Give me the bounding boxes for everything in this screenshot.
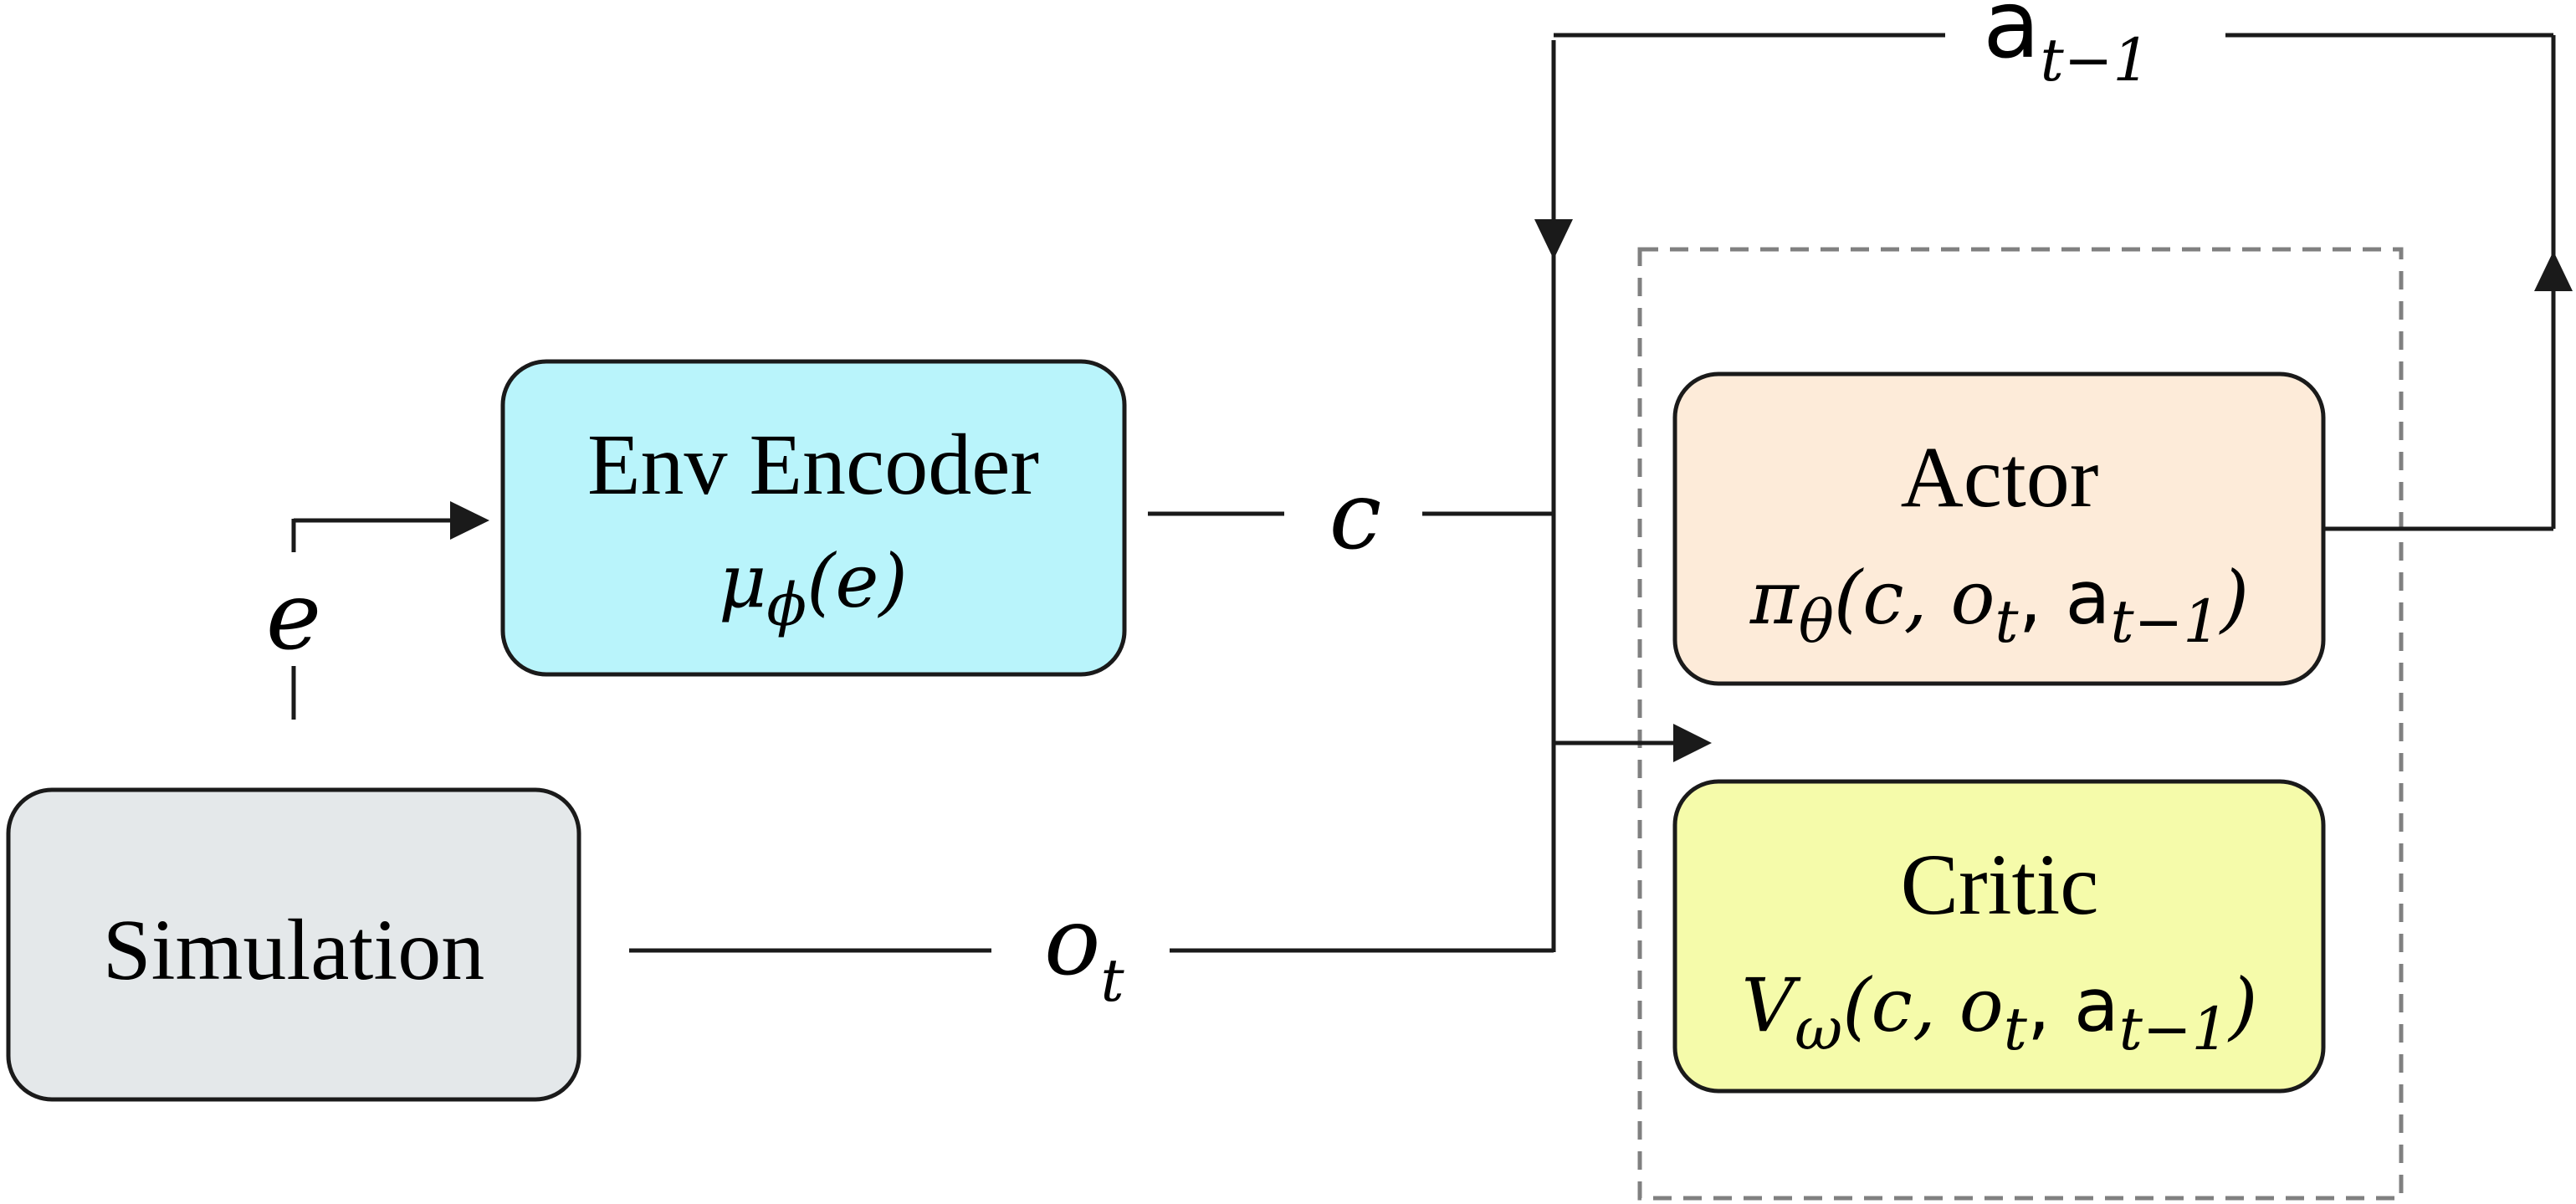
edge-c-label: c [1329, 462, 1382, 571]
edge-e-label: e [266, 562, 321, 671]
actor-title: Actor [1901, 429, 2099, 525]
edge-e-arrowhead [450, 501, 489, 540]
critic-title: Critic [1901, 837, 2099, 933]
env-encoder-box [500, 359, 1127, 677]
edge-o-t-label: ot [1044, 888, 1124, 1015]
edge-c: c [1148, 462, 1554, 571]
edge-o-t: ot [629, 888, 1554, 1015]
edge-a-up-arrowhead [2534, 251, 2573, 291]
simulation-node[interactable]: Simulation [6, 787, 581, 1102]
junction-bus-down-arrowhead [1534, 219, 1573, 259]
actor-equation: πθ(c, ot, at−1) [1749, 555, 2249, 656]
env-encoder-title: Env Encoder [587, 417, 1039, 513]
policy-group-dashed-frame [1637, 247, 2404, 1201]
edge-e: e [266, 501, 489, 720]
junction-to-policy-arrowhead [1673, 724, 1712, 762]
simulation-box [6, 787, 581, 1102]
edge-a-feedback: at−1 [1554, 0, 2573, 531]
critic-equation: Vω(c, ot, at−1) [1742, 962, 2258, 1063]
actor-node[interactable]: Actor πθ(c, ot, at−1) [1672, 371, 2326, 686]
edge-a-label: at−1 [1983, 0, 2150, 95]
env-encoder-node[interactable]: Env Encoder μϕ(e) [500, 359, 1127, 677]
env-encoder-equation: μϕ(e) [719, 538, 908, 639]
junction-bus [1534, 40, 1712, 952]
simulation-title: Simulation [103, 902, 484, 998]
critic-node[interactable]: Critic Vω(c, ot, at−1) [1672, 779, 2326, 1094]
critic-box [1672, 779, 2326, 1094]
